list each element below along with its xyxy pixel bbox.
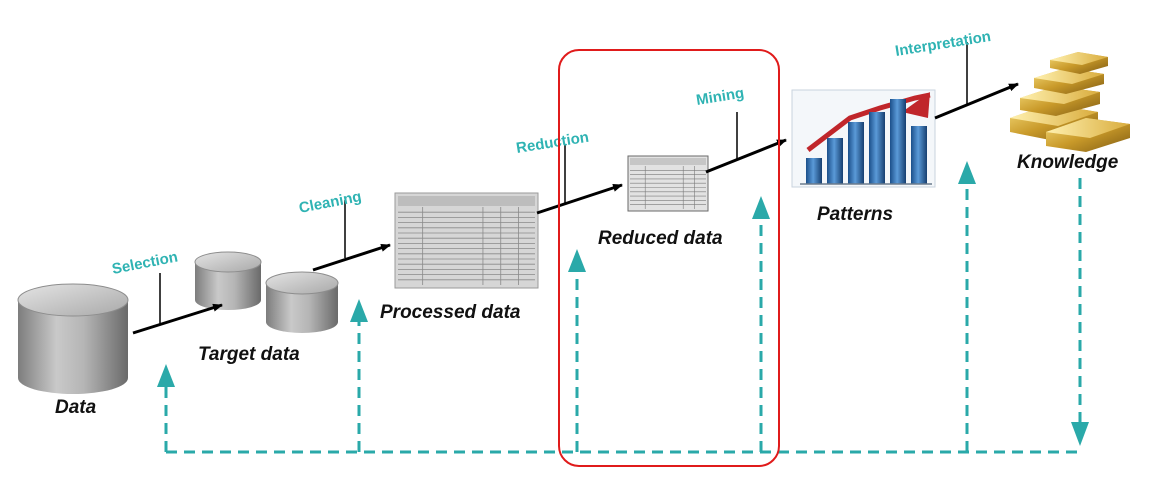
node-label-reduced-data: Reduced data — [598, 228, 723, 249]
arrow-selection — [132, 303, 223, 335]
database-cylinder-icon — [17, 283, 129, 394]
stacked-cylinders-icon — [194, 251, 339, 333]
arrow-mining — [705, 138, 787, 174]
feedback-arrowheads — [157, 161, 1089, 446]
arrow-reduction — [536, 183, 623, 215]
label-stems — [159, 42, 968, 324]
node-label-target-data: Target data — [198, 344, 300, 365]
highlight-box — [558, 49, 780, 467]
step-label-interpretation: Interpretation — [894, 28, 992, 60]
feedback-loop — [164, 178, 1082, 454]
step-label-mining: Mining — [695, 85, 745, 109]
node-label-knowledge: Knowledge — [1017, 152, 1119, 173]
spreadsheet-icon — [394, 192, 539, 289]
gold-bars-icon — [1010, 52, 1130, 152]
node-label-patterns: Patterns — [817, 204, 893, 225]
arrow-cleaning — [312, 243, 391, 272]
step-label-selection: Selection — [111, 249, 180, 278]
node-label-processed-data: Processed data — [380, 302, 521, 323]
node-label-data: Data — [55, 397, 97, 418]
arrow-interpretation — [934, 82, 1019, 120]
process-arrows — [132, 82, 1019, 335]
bar-chart-icon — [791, 89, 936, 188]
small-spreadsheet-icon — [627, 155, 709, 212]
step-label-cleaning: Cleaning — [298, 188, 363, 217]
step-label-reduction: Reduction — [515, 129, 590, 157]
